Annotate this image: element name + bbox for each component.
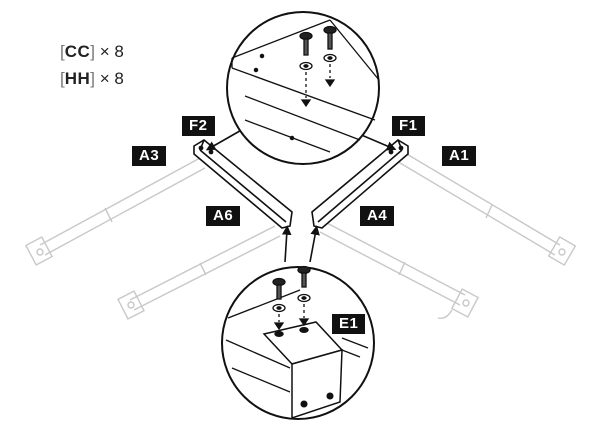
screw-icon xyxy=(297,265,311,327)
label-f2: F2 xyxy=(182,116,215,136)
screw-icon xyxy=(272,277,286,331)
rail-a3 xyxy=(24,157,206,266)
hardware-list: [CC] × 8 [HH] × 8 xyxy=(60,38,124,92)
angle-bracket xyxy=(262,321,344,420)
label-a4: A4 xyxy=(360,206,395,226)
hardware-qty: × 8 xyxy=(99,69,124,88)
label-a3: A3 xyxy=(132,146,167,166)
background-rails xyxy=(24,149,577,320)
label-f1: F1 xyxy=(392,116,425,136)
hardware-code: CC xyxy=(64,42,91,61)
hardware-item: [HH] × 8 xyxy=(60,69,124,88)
hardware-item: [CC] × 8 xyxy=(60,42,124,61)
detail-circle-bottom xyxy=(221,265,375,420)
hardware-code: HH xyxy=(64,69,91,88)
label-a1: A1 xyxy=(442,146,477,166)
bracket-f1 xyxy=(311,139,409,229)
screw-icon xyxy=(323,25,337,88)
rail-a4 xyxy=(319,221,480,320)
rail-a6 xyxy=(117,225,281,320)
label-e1: E1 xyxy=(332,314,366,334)
rail-a1 xyxy=(394,149,577,266)
hardware-qty: × 8 xyxy=(99,42,124,61)
screw-icon xyxy=(299,31,313,108)
detail-circle-top xyxy=(226,11,380,165)
label-a6: A6 xyxy=(206,206,241,226)
